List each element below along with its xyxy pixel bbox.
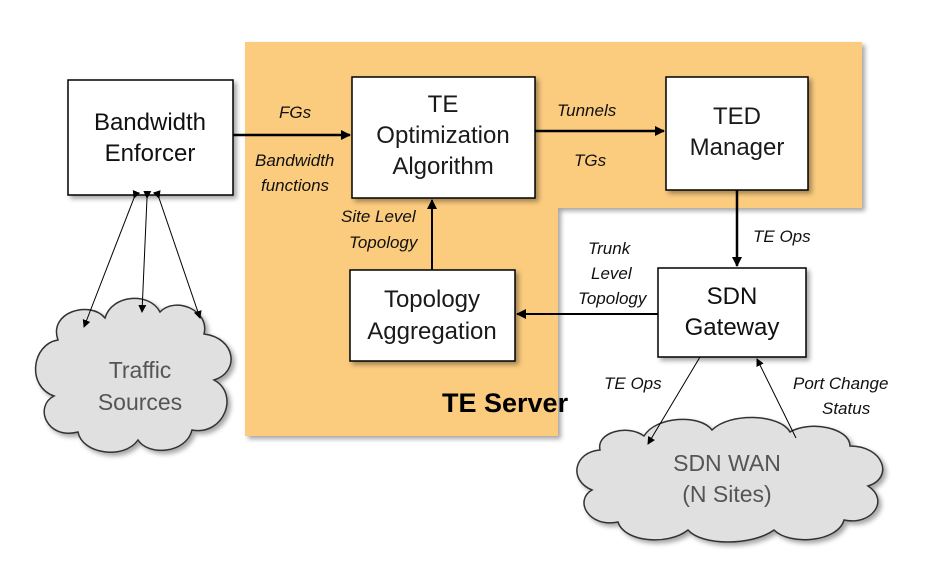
sdn-wan-label-1: SDN WAN — [673, 450, 781, 476]
sdn-gateway-box — [657, 267, 807, 358]
te-optimization-box — [351, 76, 536, 199]
ted-manager-label-1: TED — [713, 103, 761, 130]
bandwidth-enforcer-label-1: Bandwidth — [94, 109, 206, 136]
traffic-link-3 — [152, 190, 202, 319]
traffic-sources-label-2: Sources — [98, 389, 182, 415]
te-server-title: TE Server — [442, 388, 569, 418]
bandwidth-functions-label-2: functions — [261, 176, 330, 195]
te-optimization-label-1: TE — [428, 91, 459, 118]
tgs-label: TGs — [574, 151, 607, 170]
te-optimization-label-3: Algorithm — [392, 153, 493, 180]
te-ops-wan-arrow — [647, 356, 701, 445]
bandwidth-enforcer-box — [67, 79, 234, 196]
trunk-level-label-1: Trunk — [588, 239, 632, 258]
te-optimization-label-2: Optimization — [376, 122, 509, 149]
traffic-link-1 — [82, 190, 141, 328]
sdn-gateway-label-2: Gateway — [685, 314, 780, 341]
site-level-label-2: Topology — [349, 233, 419, 252]
ted-manager-label-2: Manager — [690, 134, 785, 161]
topology-aggregation-box — [349, 269, 516, 362]
fgs-label: FGs — [279, 103, 312, 122]
port-change-label-2: Status — [822, 399, 871, 418]
topology-aggregation-label-1: Topology — [384, 286, 480, 313]
te-ops-top-label: TE Ops — [753, 227, 811, 246]
sdn-wan-label-2: (N Sites) — [682, 481, 771, 507]
traffic-sources-label-1: Traffic — [109, 357, 172, 383]
port-change-arrow — [756, 358, 797, 439]
tunnels-label: Tunnels — [557, 101, 617, 120]
bandwidth-enforcer-label-2: Enforcer — [105, 140, 196, 167]
port-change-label-1: Port Change — [793, 374, 888, 393]
sdn-gateway-label-1: SDN — [707, 283, 758, 310]
topology-aggregation-label-2: Aggregation — [367, 318, 496, 345]
site-level-label-1: Site Level — [341, 207, 417, 226]
sdn-wan-cloud — [576, 416, 884, 543]
trunk-level-label-3: Topology — [578, 289, 648, 308]
traffic-link-2 — [138, 190, 152, 313]
bandwidth-functions-label-1: Bandwidth — [255, 151, 334, 170]
te-ops-bottom-label: TE Ops — [604, 374, 662, 393]
trunk-level-label-2: Level — [591, 264, 633, 283]
